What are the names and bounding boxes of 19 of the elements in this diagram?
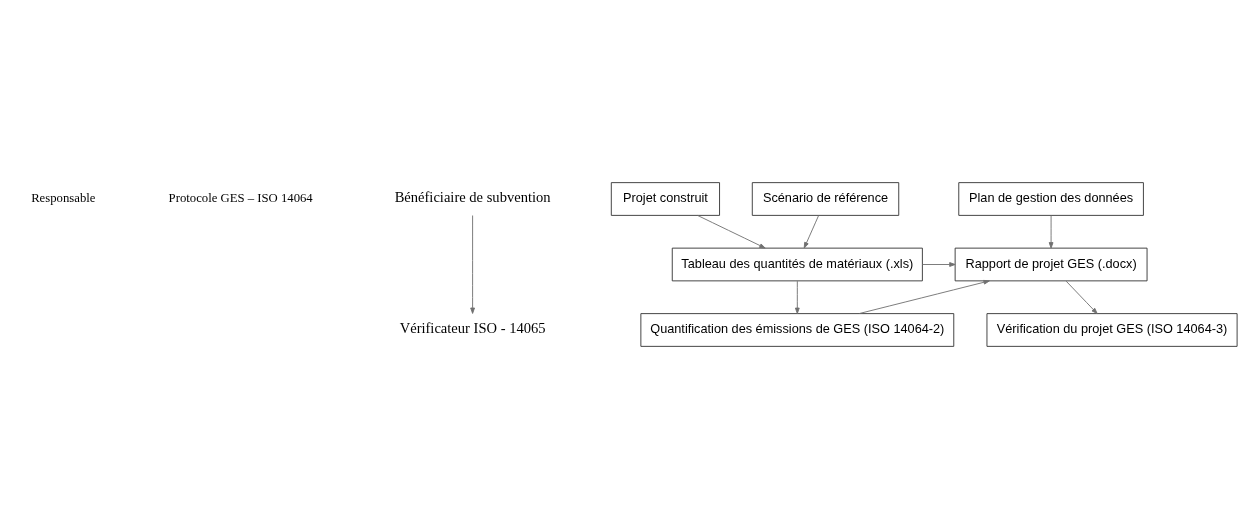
node-box: Projet construit [610, 182, 720, 216]
arrow [1048, 215, 1054, 249]
label: Protocole GES – ISO 14064 [168, 191, 313, 206]
arrow [922, 262, 956, 267]
node-box: Plan de gestion des données [958, 182, 1144, 216]
arrow [1065, 280, 1098, 314]
node-box: Tableau des quantités de matériaux (.xls) [671, 247, 923, 282]
arrow [803, 215, 819, 249]
node-box: Rapport de projet GES (.docx) [954, 247, 1148, 282]
arrow [697, 215, 766, 249]
node-text: Bénéficiaire de subvention [394, 189, 551, 206]
node-box: Quantification des émissions de GES (ISO 14064-2) [640, 313, 955, 347]
arrow [794, 280, 800, 314]
label: Responsable [31, 191, 96, 206]
node-box: Scénario de référence [751, 182, 900, 216]
node-box: Vérification du projet GES (ISO 14064-3) [986, 313, 1238, 347]
arrow [858, 279, 990, 314]
node-text: Vérificateur ISO - 14065 [399, 320, 546, 337]
arrow [470, 215, 475, 314]
